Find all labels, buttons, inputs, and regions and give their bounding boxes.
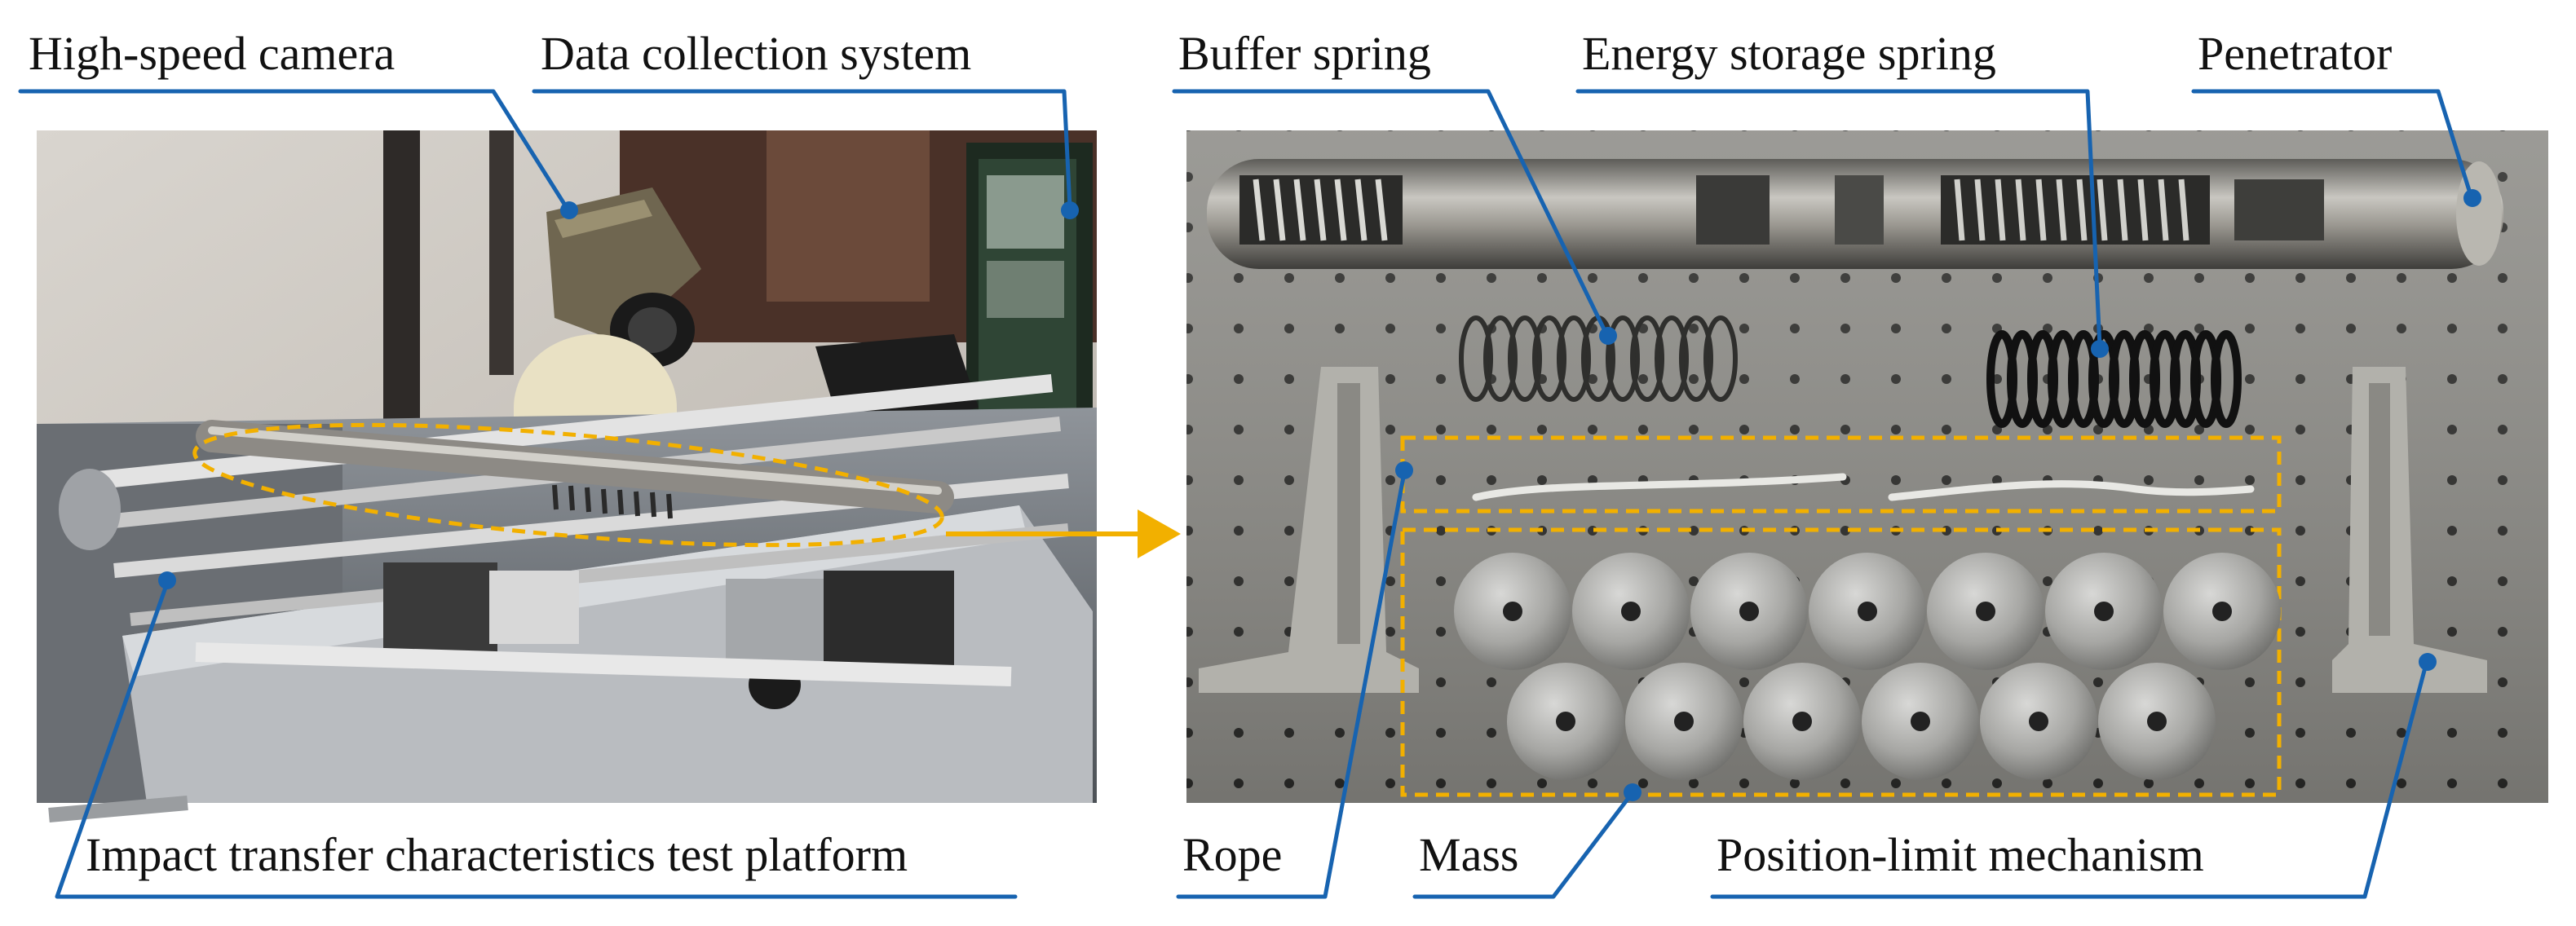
label-penetrator: Penetrator [2198,27,2392,80]
penetrator-tube [1207,159,2503,269]
buffer-spring-object [1459,315,1738,402]
anchor-rope [1395,461,1413,479]
mass-highlight-box [1400,527,2282,797]
leader-data-collection-system [532,89,1072,210]
label-data-collection-system: Data collection system [541,27,971,80]
penetrator-highlight-ellipse [192,422,944,548]
leader-energy-storage-spring [1575,89,2102,349]
label-energy-storage-spring: Energy storage spring [1582,27,1996,80]
position-limit-left-object [1199,367,1419,693]
leader-position-limit-mechanism [1710,662,2428,899]
anchor-energy-storage-spring [2091,340,2109,358]
label-buffer-spring: Buffer spring [1178,27,1431,80]
anchor-buffer-spring [1599,327,1617,345]
mass-objects [1454,553,2281,780]
rope-highlight-box [1400,435,2282,514]
anchor-data-collection-system [1061,201,1079,219]
label-high-speed-camera: High-speed camera [29,27,395,80]
anchor-penetrator [2463,189,2481,207]
energy-storage-spring-object [1986,330,2242,428]
label-rope: Rope [1182,828,1282,881]
anchor-test-platform [158,571,176,589]
anchor-position-limit-mechanism [2419,653,2437,671]
transition-arrow [946,509,1181,558]
leader-high-speed-camera [18,89,569,210]
leader-penetrator [2191,89,2473,198]
position-limit-right-object [2332,367,2487,693]
label-position-limit-mechanism: Position-limit mechanism [1717,828,2204,881]
leader-rope [1176,470,1407,899]
leader-mass [1412,792,1633,899]
label-mass: Mass [1419,828,1518,881]
test-platform-photo [37,130,1097,822]
label-test-platform: Impact transfer characteristics test pla… [86,828,908,881]
anchor-mass [1624,783,1641,801]
leader-test-platform [55,580,1018,899]
penetrator-components-photo [1186,130,2548,803]
anchor-high-speed-camera [560,201,578,219]
leader-buffer-spring [1172,89,1609,337]
rope-object [1472,473,2255,501]
